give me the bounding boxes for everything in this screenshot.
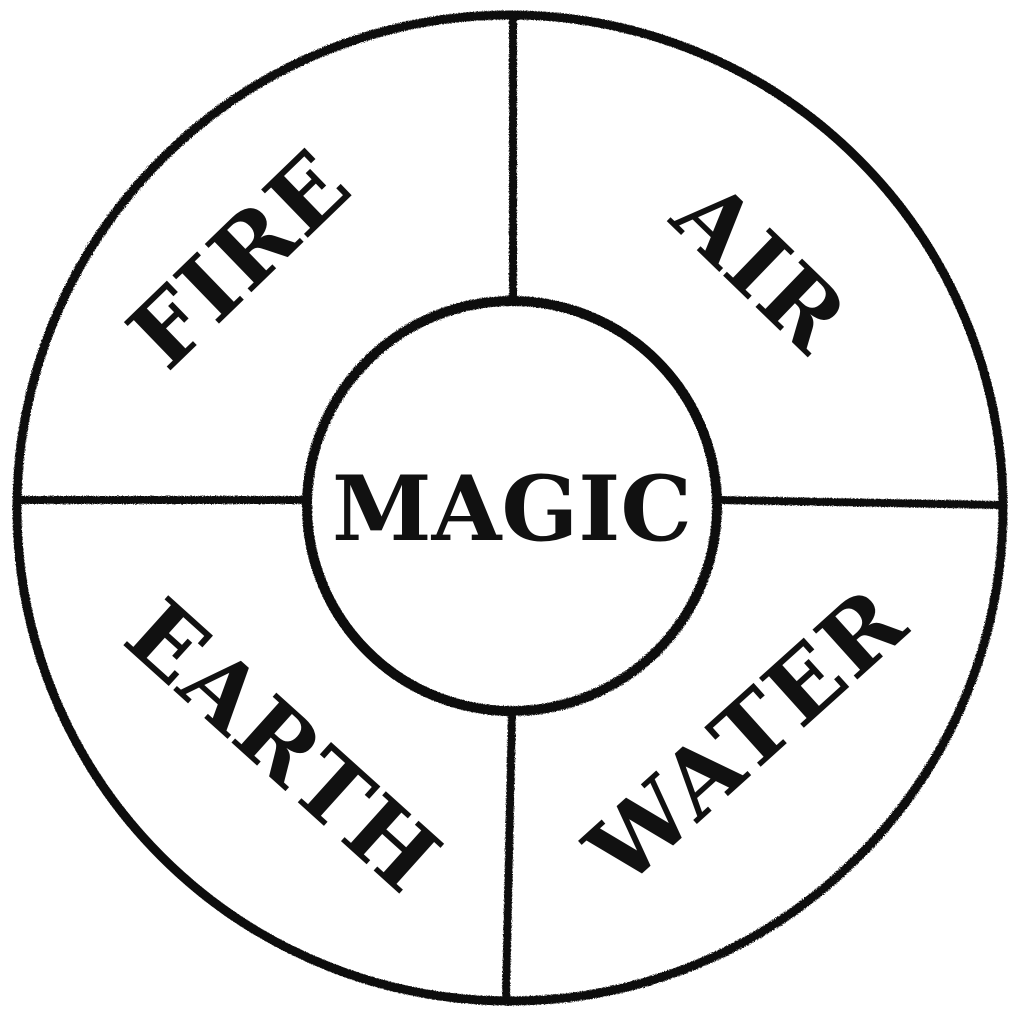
divider-right (714, 496, 1004, 509)
center-label: MAGIC (332, 456, 692, 562)
quadrant-label-air: AIR (651, 159, 868, 374)
quadrant-label-water: WATER (565, 566, 927, 907)
quadrant-label-earth: EARTH (105, 578, 461, 914)
divider-bottom (502, 708, 516, 1000)
outer-circle (12, 10, 1008, 1006)
